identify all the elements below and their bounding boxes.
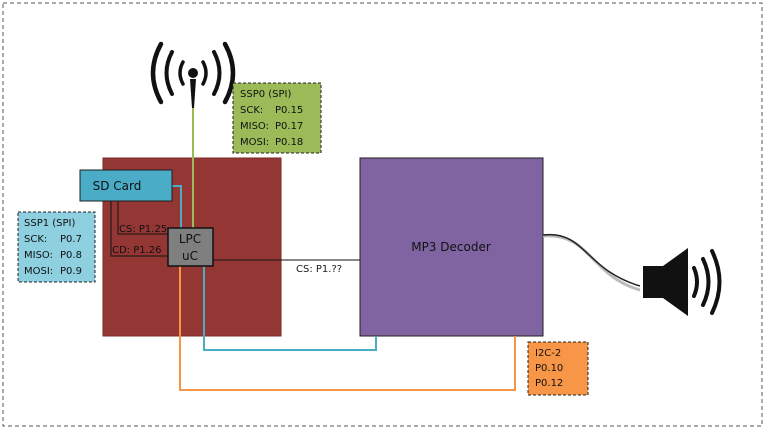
ssp0-miso-pin: P0.17 [275,121,303,132]
ssp0-title: SSP0 (SPI) [240,89,291,100]
sd-cs-label: CS: P1.25 [119,224,167,235]
ssp1-miso-name: MISO: [24,250,53,261]
ssp1-title: SSP1 (SPI) [24,218,75,229]
ssp1-sck-pin: P0.7 [60,234,82,245]
sd-spi-wire [172,185,182,232]
ssp0-mosi-pin: P0.18 [275,137,303,148]
audio-cable-black [542,233,641,287]
ssp1-mosi-pin: P0.9 [60,266,82,277]
ssp1-mosi-name: MOSI: [24,266,53,277]
i2c-wire [179,266,516,391]
mp3-decoder-label: MP3 Decoder [411,240,491,254]
speaker-icon [643,248,722,316]
sd-card-label: SD Card [93,179,142,193]
antenna-icon [150,41,236,108]
lpc-label-line2: uC [182,249,198,263]
ssp0-sck-name: SCK: [240,105,263,116]
ssp0-mosi-name: MOSI: [240,137,269,148]
mp3-cs-label: CS: P1.?? [296,264,342,275]
ssp0-miso-name: MISO: [240,121,269,132]
sd-cd-label: CD: P1.26 [112,245,162,256]
sd-card-box [79,169,173,202]
i2c-pin-1: P0.10 [535,363,563,374]
audio-cable-grey [542,234,641,292]
ssp1-sck-name: SCK: [24,234,47,245]
lpc-uc-box [167,227,214,267]
mp3-decoder-box [359,157,544,337]
i2c-pin-2: P0.12 [535,378,563,389]
lpc-label-line1: LPC [179,232,201,246]
ssp1-note: SSP1 (SPI) SCK: P0.7 MISO: P0.8 MOSI: P0… [17,211,96,283]
sd-cs-wire [117,200,168,235]
mp3-spi-wire [203,266,377,351]
i2c-title: I2C-2 [535,348,561,359]
ssp0-note: SSP0 (SPI) SCK: P0.15 MISO: P0.17 MOSI: … [232,82,322,154]
ssp0-sck-pin: P0.15 [275,105,303,116]
i2c-note: I2C-2 P0.10 P0.12 [527,341,589,396]
ssp1-miso-pin: P0.8 [60,250,82,261]
sd-cd-wire [110,200,168,257]
